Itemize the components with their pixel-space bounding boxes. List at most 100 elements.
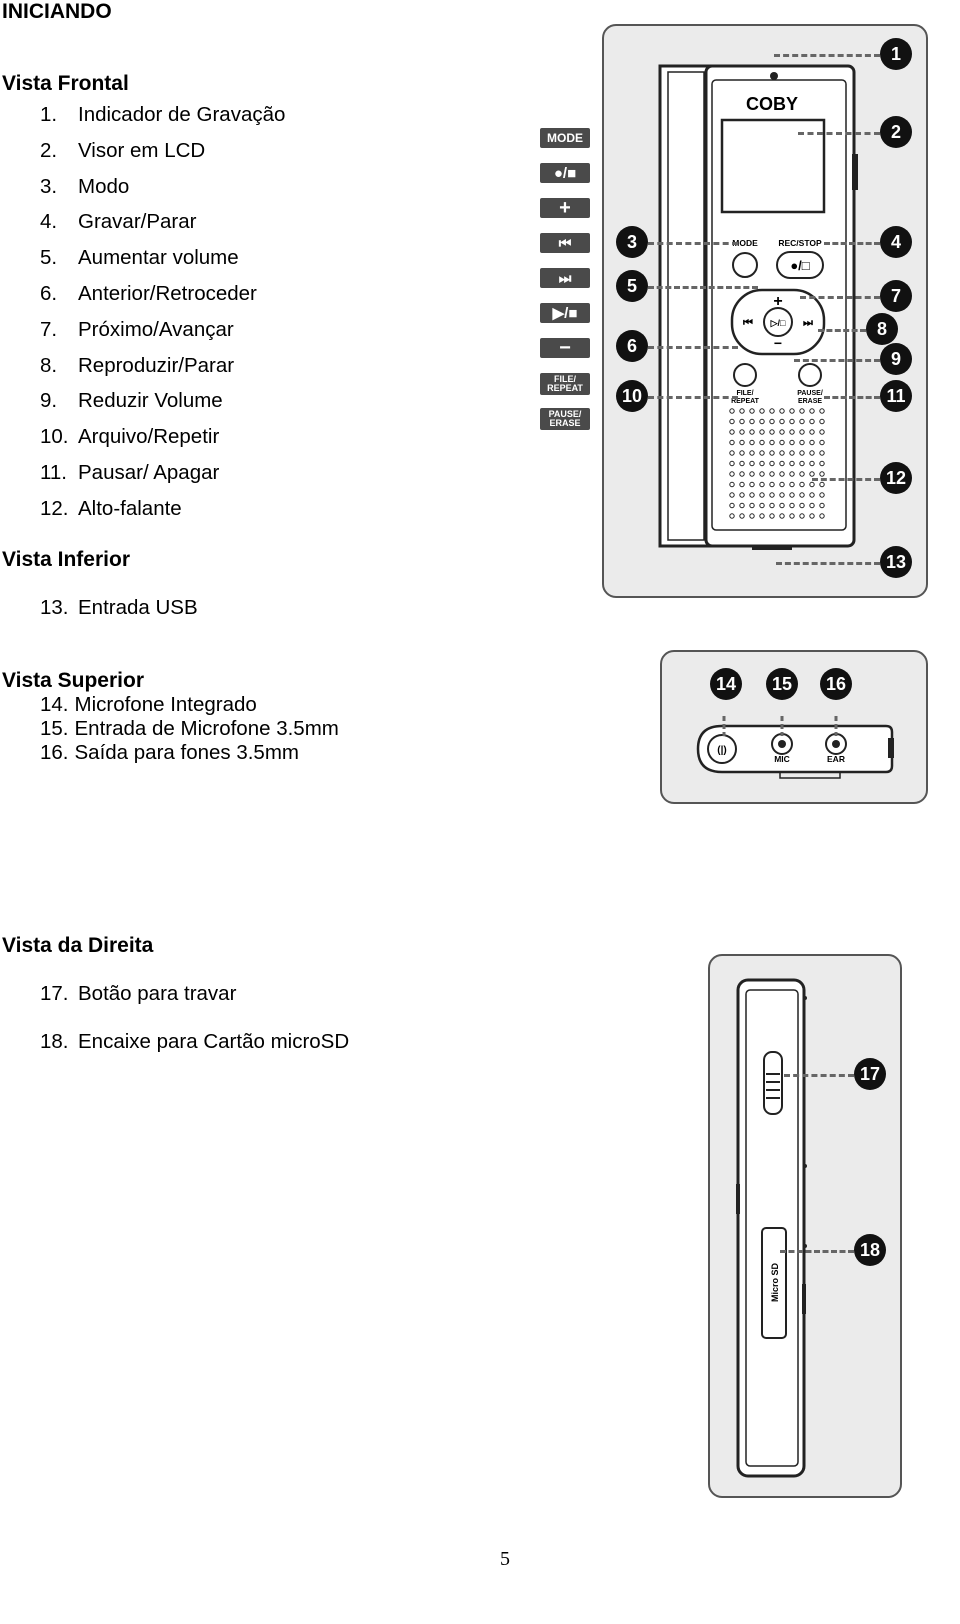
list-item-number: 17.: [40, 982, 69, 1005]
speaker-hole: [749, 418, 755, 425]
speaker-hole: [779, 481, 785, 488]
list-item-text: Entrada de Microfone 3.5mm: [74, 717, 339, 740]
svg-text:REPEAT: REPEAT: [731, 398, 760, 405]
speaker-hole: [779, 492, 785, 498]
speaker-hole: [789, 460, 795, 467]
speaker-hole: [749, 502, 755, 509]
page-title: INICIANDO: [2, 0, 112, 23]
speaker-hole: [769, 418, 775, 425]
speaker-hole: [759, 418, 765, 425]
list-item: 11. Pausar/ Apagar: [40, 461, 285, 497]
speaker-hole: [779, 439, 785, 446]
speaker-hole: [819, 513, 825, 519]
speaker-hole: [789, 429, 795, 435]
callout-16: 16: [820, 668, 852, 700]
speaker-hole: [809, 460, 815, 467]
list-item-number: 3.: [40, 174, 58, 198]
speaker-hole: [809, 481, 815, 488]
speaker-hole: [759, 471, 765, 477]
list-item-number: 14.: [40, 693, 69, 716]
list-item-number: 1.: [40, 103, 58, 126]
list-item-text: Indicador de Gravação: [78, 103, 286, 126]
speaker-hole: [809, 492, 815, 498]
svg-text:(|): (|): [717, 745, 726, 756]
list-item-text: Anterior/Retroceder: [78, 281, 257, 305]
speaker-hole: [769, 429, 775, 435]
svg-text:▷/□: ▷/□: [770, 318, 786, 328]
list-item: 16.Saída para fones 3.5mm: [40, 741, 339, 765]
list-item: 10.Arquivo/Repetir: [40, 425, 285, 461]
speaker-hole: [809, 450, 815, 456]
list-item-text: Reproduzir/Parar: [78, 353, 235, 377]
list-item: 9.Reduzir Volume: [40, 389, 285, 425]
speaker-hole: [759, 429, 765, 435]
speaker-hole: [769, 471, 775, 477]
list-item-number: 11.: [40, 460, 67, 484]
speaker-hole: [769, 492, 775, 498]
speaker-hole: [819, 502, 825, 509]
list-item: 18.Encaixe para Cartão microSD: [40, 1030, 349, 1078]
right-device-drawing: Micro SD: [736, 978, 807, 1478]
list-item: 5.Aumentar volume: [40, 246, 285, 282]
list-item-text: Pausar/ Apagar: [78, 460, 220, 484]
speaker-hole: [749, 439, 755, 446]
list-item-text: Encaixe para Cartão microSD: [78, 1030, 350, 1053]
list-item-number: 15.: [40, 717, 69, 740]
speaker-hole: [749, 513, 755, 519]
speaker-hole: [799, 481, 805, 488]
speaker-hole: [729, 418, 735, 425]
list-item: 1. Indicador de Gravação: [40, 103, 285, 139]
speaker-hole: [729, 492, 735, 498]
speaker-hole: [809, 502, 815, 509]
speaker-hole: [729, 502, 735, 509]
list-item-number: 16.: [40, 741, 69, 764]
list-item-text: Visor em LCD: [78, 138, 206, 162]
list-item-text: Modo: [78, 174, 130, 198]
front-view-heading: Vista Frontal: [2, 72, 129, 95]
speaker-hole: [819, 471, 825, 477]
speaker-hole: [799, 502, 805, 509]
speaker-hole: [789, 418, 795, 425]
speaker-hole: [739, 513, 745, 519]
list-item-text: Saída para fones 3.5mm: [74, 741, 300, 764]
list-item-text: Aumentar volume: [78, 246, 239, 270]
bottom-view-heading: Vista Inferior: [2, 548, 130, 571]
next-key-icon: ⏭: [540, 268, 590, 288]
speaker-hole: [819, 429, 825, 435]
speaker-hole: [749, 492, 755, 498]
speaker-grille: [729, 408, 825, 519]
speaker-hole: [749, 450, 755, 456]
speaker-hole: [759, 513, 765, 519]
list-item-number: 13.: [40, 596, 69, 619]
speaker-hole: [779, 471, 785, 477]
bottom-view-list: 13. Entrada USB: [40, 596, 198, 626]
list-item-text: Entrada USB: [78, 596, 198, 619]
svg-text:●/□: ●/□: [790, 258, 809, 273]
speaker-hole: [789, 408, 795, 414]
callout-13: 13: [880, 546, 912, 578]
callout-4: 4: [880, 226, 912, 258]
speaker-hole: [739, 450, 745, 456]
speaker-hole: [769, 460, 775, 467]
callout-7: 7: [880, 280, 912, 312]
callout-15: 15: [766, 668, 798, 700]
list-item: 17. Botão para travar: [40, 982, 349, 1030]
speaker-hole: [779, 460, 785, 467]
speaker-hole: [819, 408, 825, 414]
speaker-hole: [809, 408, 815, 414]
speaker-hole: [769, 513, 775, 519]
speaker-hole: [759, 460, 765, 467]
speaker-hole: [789, 439, 795, 446]
speaker-hole: [759, 502, 765, 509]
file-repeat-key-icon: FILE/ REPEAT: [540, 373, 590, 395]
speaker-hole: [809, 471, 815, 477]
speaker-hole: [749, 471, 755, 477]
list-item: 13. Entrada USB: [40, 596, 198, 626]
list-item-text: Botão para travar: [78, 982, 237, 1005]
speaker-hole: [759, 481, 765, 488]
speaker-hole: [769, 502, 775, 509]
right-view-heading: Vista da Direita: [2, 934, 154, 957]
list-item: 15.Entrada de Microfone 3.5mm: [40, 717, 339, 741]
svg-text:EAR: EAR: [827, 754, 845, 764]
callout-10: 10: [616, 380, 648, 412]
